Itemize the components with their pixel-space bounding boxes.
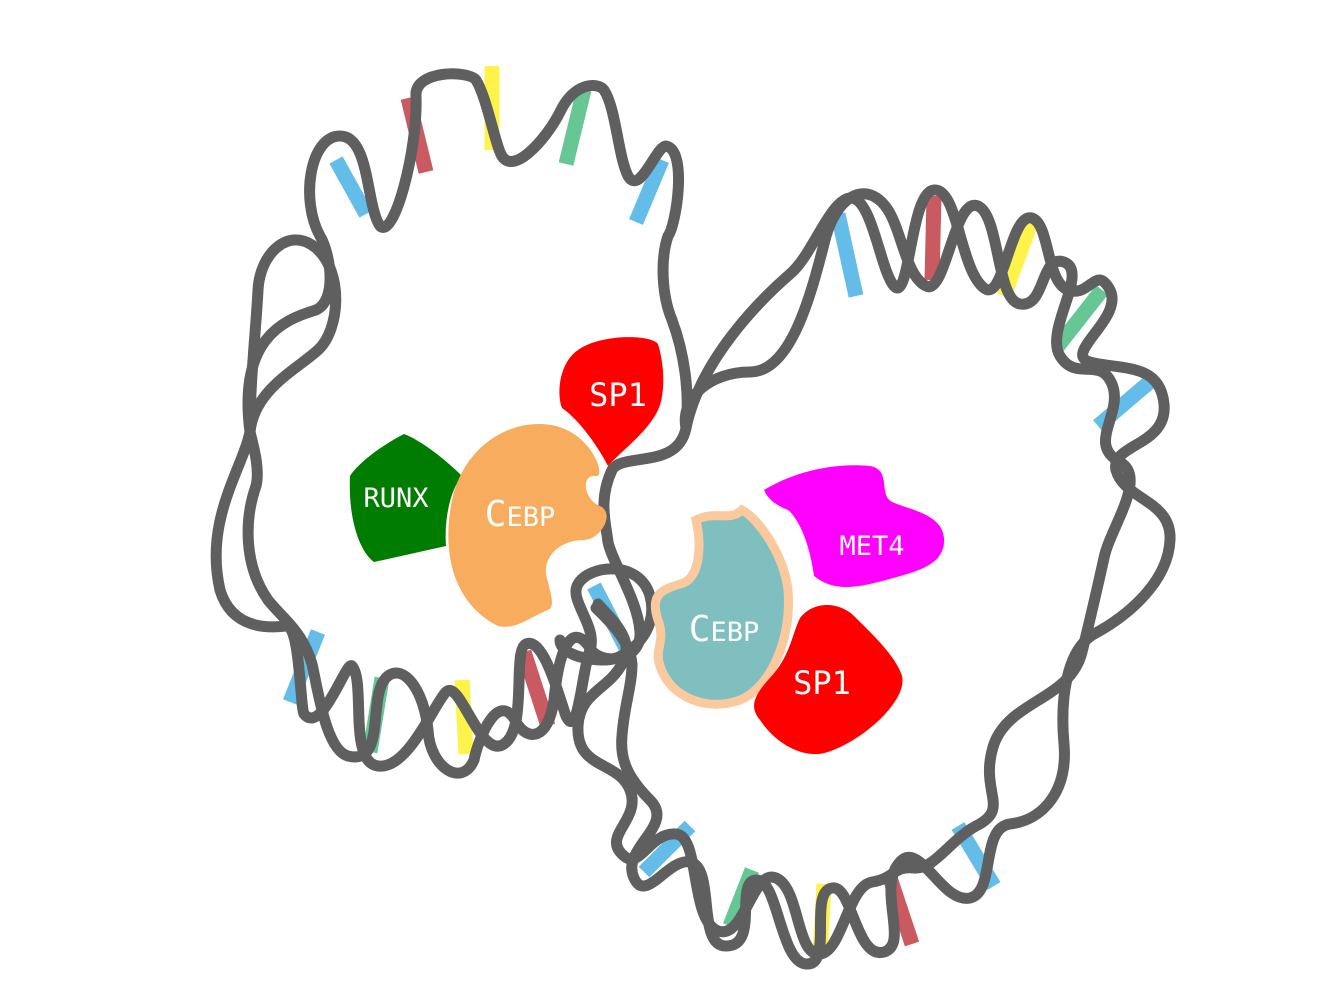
cebp-left-label: CEBP — [485, 494, 555, 535]
met4-protein-icon — [764, 465, 945, 587]
met4-label: MET4 — [839, 531, 904, 562]
runx-label: RUNX — [363, 483, 428, 514]
met4-protein: MET4 — [764, 465, 945, 587]
sp1-top-protein-icon — [559, 337, 664, 466]
sp1-bottom-label: SP1 — [793, 664, 851, 702]
right-top-base-4 — [1052, 285, 1108, 351]
right-strand-b — [572, 188, 1136, 960]
left-strand-b — [210, 234, 658, 772]
right-top-base-2 — [924, 195, 942, 281]
left-top-base-1 — [329, 156, 373, 218]
right-top-base-1 — [830, 212, 864, 298]
cebp-right-label: CEBP — [689, 609, 759, 650]
cebp-left-protein: CEBP — [448, 424, 607, 627]
right-dna-loop — [572, 184, 1176, 970]
sp1-bottom-protein: SP1 — [754, 605, 903, 755]
cebp-left-protein-icon — [448, 424, 607, 627]
runx-protein-icon — [349, 434, 462, 562]
cebp-right-protein-icon — [650, 504, 793, 709]
runx-protein: RUNX — [349, 434, 462, 562]
sp1-top-protein: SP1 — [559, 337, 664, 466]
sp1-bottom-protein-icon — [754, 605, 903, 755]
left-top-base-5 — [629, 157, 669, 225]
cebp-right-protein: CEBP — [650, 504, 793, 709]
left-top-base-4 — [558, 88, 592, 166]
sp1-top-label: SP1 — [589, 376, 647, 414]
left-bottom-base-4 — [516, 649, 556, 729]
